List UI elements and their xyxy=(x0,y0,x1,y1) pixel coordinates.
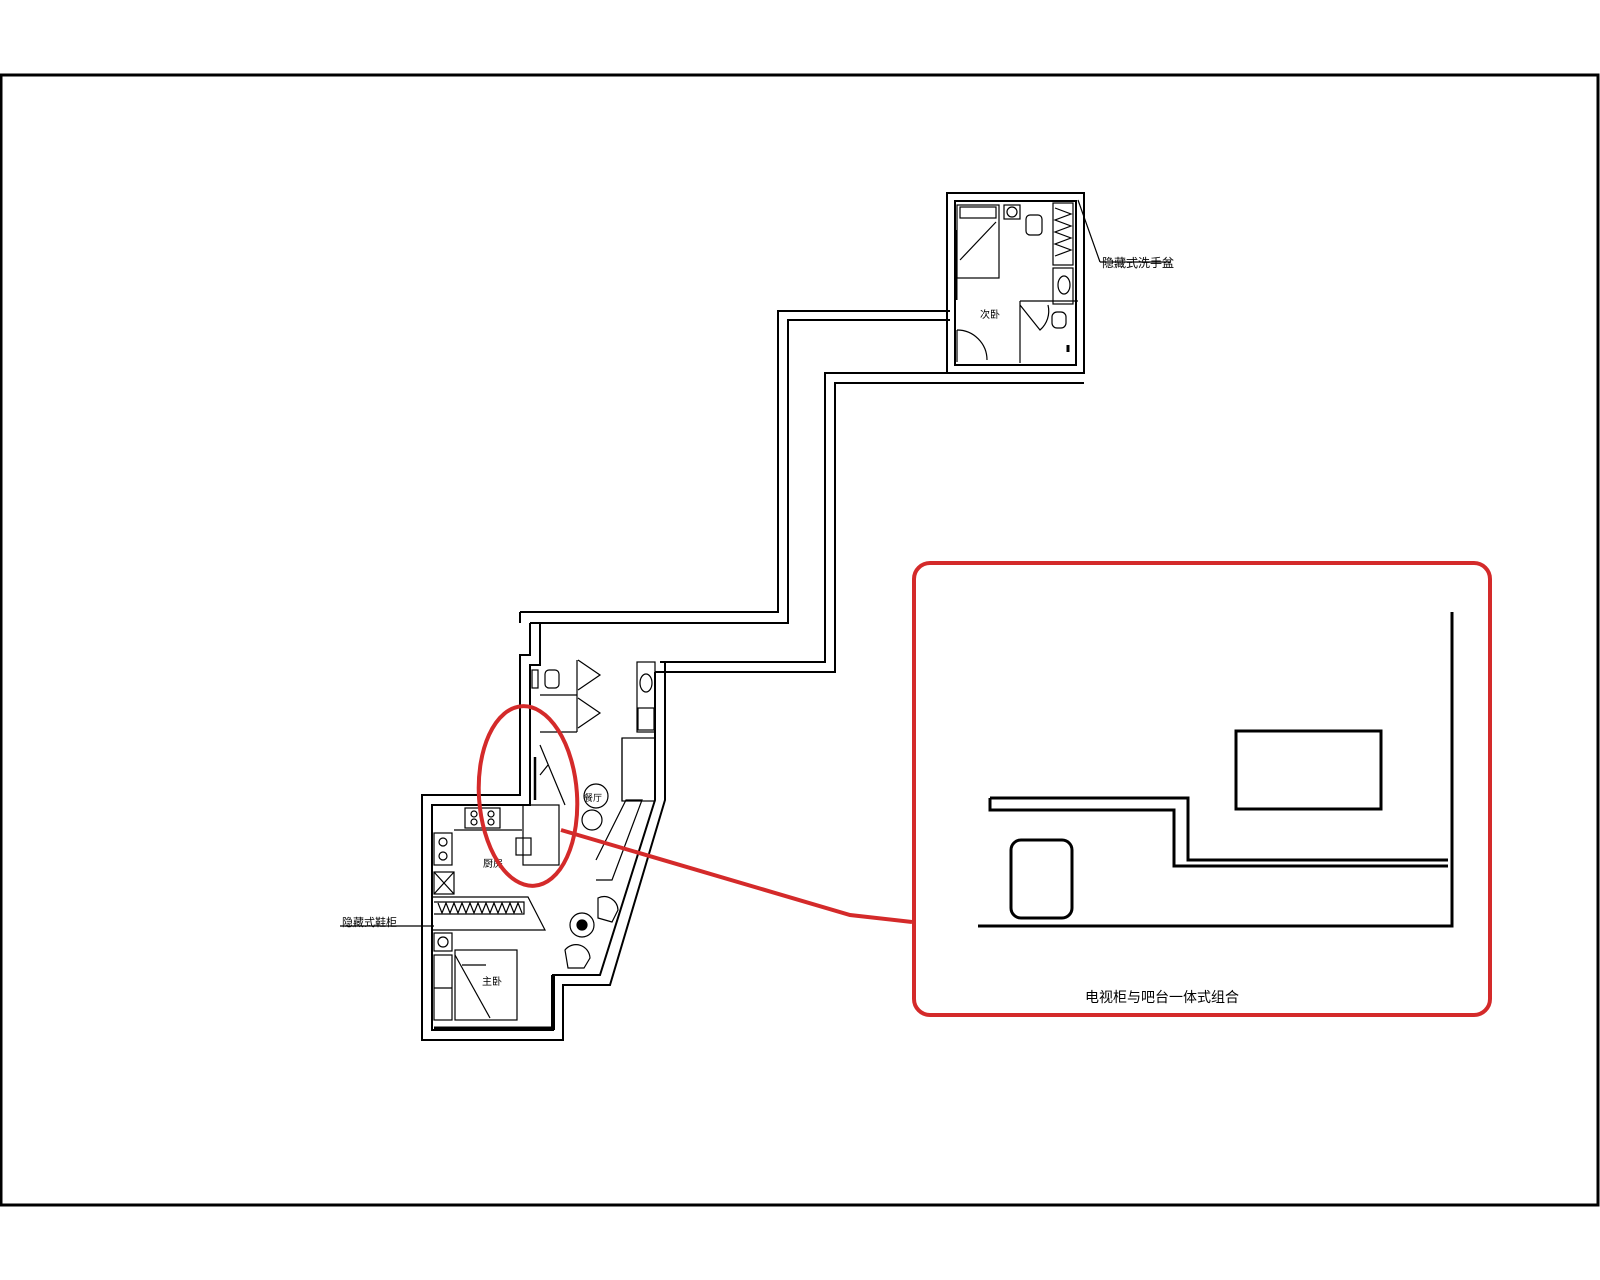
bar-table-detail xyxy=(1234,729,1383,811)
secondary-bedroom-label: 次卧 xyxy=(980,308,1000,321)
master-bedroom-label: 主卧 xyxy=(482,975,502,988)
toilet-icon xyxy=(1025,214,1043,236)
highlight-ellipse xyxy=(476,704,580,888)
highlight-leader-line xyxy=(560,828,913,924)
washing-machine-icon xyxy=(1003,204,1021,220)
hidden-basin-label: 隐藏式洗手盆 xyxy=(1102,256,1174,270)
stool-detail xyxy=(1009,838,1074,920)
bathroom-door-swing xyxy=(1019,304,1050,331)
hidden-shoe-cabinet-label: 隐藏式鞋柜 xyxy=(342,915,397,929)
entry-door-swing xyxy=(956,329,988,361)
dining-label: 餐厅 xyxy=(584,792,602,804)
hidden-basin-icon xyxy=(1052,267,1074,305)
sheet-border xyxy=(0,73,1600,1207)
callout-caption: 电视柜与吧台一体式组合 xyxy=(1085,990,1239,1006)
callout-box xyxy=(912,561,1492,1017)
bathroom-toilet-icon xyxy=(1051,311,1067,329)
upper-room-details xyxy=(954,199,1170,363)
callout-detail-drawing xyxy=(978,612,1454,928)
lower-dwelling-details xyxy=(340,659,656,1030)
plan-walls xyxy=(421,192,1085,1041)
wardrobe xyxy=(1052,202,1074,266)
